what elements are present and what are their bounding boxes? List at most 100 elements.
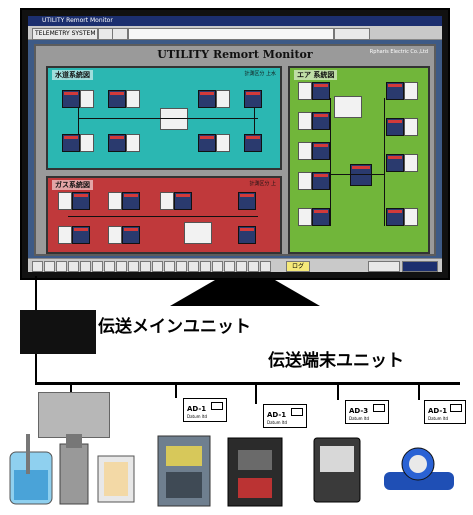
app-title: UTILITY Remort Monitor [157,48,313,61]
meter-icon[interactable] [122,192,140,210]
page-button[interactable] [32,261,43,272]
meter-icon[interactable] [108,90,126,108]
meter-label [404,118,418,136]
equipment-illustrations [9,434,454,507]
main-unit-image [20,310,96,354]
monitor: UTILITY Remort Monitor TELEMETRY SYSTEM … [20,8,450,280]
monitor-stand [170,280,320,306]
main-unit-label: 伝送メインユニット [98,317,251,337]
page-button[interactable] [56,261,67,272]
meter-icon[interactable] [312,142,330,160]
meter-icon[interactable] [386,208,404,226]
connector-line [337,384,339,400]
toolbar-button[interactable] [402,261,438,272]
toolbar-button[interactable] [334,28,370,40]
water-panel-tag: 計測区分 上水 [244,71,276,77]
meter-icon[interactable] [244,90,262,108]
meter-label [126,90,140,108]
meter-icon[interactable] [174,192,192,210]
connector-line [255,384,257,404]
connector-line [35,354,37,384]
page-button[interactable] [116,261,127,272]
page-button[interactable] [248,261,259,272]
connector-line [78,108,79,134]
terminal-name: AD-3 [349,407,369,415]
meter-label [404,82,418,100]
page-button[interactable] [140,261,151,272]
page-button[interactable] [44,261,55,272]
main-monitor-area: UTILITY Remort Monitor Rpharis Electric … [34,44,436,256]
gas-panel-title: ガス系統図 [52,180,93,190]
meter-icon[interactable] [386,82,404,100]
page-button[interactable] [200,261,211,272]
meter-icon[interactable] [350,164,372,186]
meter-icon[interactable] [312,172,330,190]
meter-icon[interactable] [72,192,90,210]
page-button[interactable] [152,261,163,272]
meter-icon[interactable] [312,112,330,130]
meter-icon[interactable] [198,90,216,108]
status-field [128,28,334,40]
meter-label [334,96,362,118]
meter-icon[interactable] [244,134,262,152]
meter-label [298,142,312,160]
terminal-unit-box: AD-1 Datum ltd [263,404,307,428]
gas-panel-tag: 計測区分 上 [249,181,276,187]
page-button[interactable] [260,261,271,272]
page-button[interactable] [212,261,223,272]
page-button[interactable] [104,261,115,272]
page-button[interactable] [164,261,175,272]
meter-icon[interactable] [312,208,330,226]
terminal-unit-box: AD-1 Datum ltd [424,400,466,424]
page-button[interactable] [68,261,79,272]
water-panel-title: 水道系統図 [52,70,93,80]
toolbar-field[interactable]: TELEMETRY SYSTEM [32,28,98,40]
app-subtitle: Rpharis Electric Co.,Ltd [369,49,428,55]
transmission-bus [35,382,460,385]
water-system-panel: 水道系統図 計測区分 上水 [46,66,282,170]
meter-label [160,108,188,130]
meter-icon[interactable] [108,134,126,152]
meter-label [216,134,230,152]
window-title-bar: UTILITY Remort Monitor [28,16,442,26]
page-button[interactable] [92,261,103,272]
meter-label [298,82,312,100]
terminal-sub: Datum ltd [187,414,208,419]
meter-label [58,226,72,244]
meter-icon[interactable] [312,82,330,100]
meter-label [404,154,418,172]
meter-icon[interactable] [386,154,404,172]
page-button[interactable] [236,261,247,272]
monitor-screen: UTILITY Remort Monitor TELEMETRY SYSTEM … [28,16,442,272]
terminal-sub: Datum ltd [267,420,288,425]
meter-label [58,192,72,210]
water-meter-image [384,447,454,490]
page-button[interactable] [128,261,139,272]
toolbar-button[interactable] [112,28,128,40]
meter-icon[interactable] [122,226,140,244]
toolbar-button[interactable] [368,261,400,272]
meter-icon[interactable] [198,134,216,152]
toolbar: TELEMETRY SYSTEM [28,26,442,40]
meter-icon[interactable] [238,226,256,244]
connector-line [175,384,177,398]
meter-icon[interactable] [62,90,80,108]
meter-icon[interactable] [238,192,256,210]
machine-tool-image [157,435,211,507]
connector-line [330,174,384,175]
meter-label [80,90,94,108]
meter-icon[interactable] [386,118,404,136]
connector-line [70,384,72,392]
meter-icon[interactable] [62,134,80,152]
page-button[interactable] [188,261,199,272]
meter-label [298,112,312,130]
terminal-name: AD-1 [187,405,207,413]
electric-meter-image [313,437,361,503]
page-button[interactable] [176,261,187,272]
meter-label [108,226,122,244]
terminal-icon [291,408,303,416]
log-button[interactable]: ログ [286,261,310,272]
page-button[interactable] [80,261,91,272]
page-button[interactable] [224,261,235,272]
meter-icon[interactable] [72,226,90,244]
